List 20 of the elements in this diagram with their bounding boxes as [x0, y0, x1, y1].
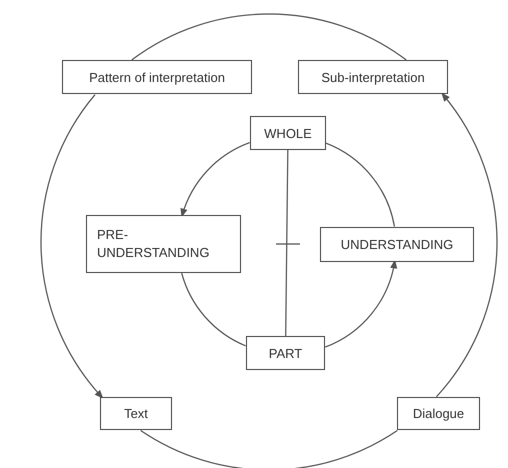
curved-arrow — [180, 142, 250, 218]
label-box — [320, 227, 474, 262]
box-label: UNDERSTANDING — [340, 237, 454, 252]
box-label: PRE- UNDERSTANDING — [97, 226, 210, 262]
connector-line — [285, 150, 288, 336]
curved-arrow — [436, 92, 498, 398]
box-label: Sub-interpretation — [321, 70, 425, 84]
label-box — [86, 215, 241, 273]
box-label: Dialogue — [412, 406, 464, 421]
box-label: Pattern of interpretation — [89, 70, 225, 84]
label-box — [298, 60, 448, 94]
label-box — [100, 397, 172, 430]
label-box — [62, 60, 252, 94]
curved-arrow — [40, 94, 104, 399]
box-label: Text — [124, 406, 148, 421]
label-box — [397, 397, 480, 430]
label-box — [250, 116, 326, 150]
label-box — [246, 336, 325, 370]
box-label: PART — [268, 346, 302, 360]
box-label: WHOLE — [264, 126, 312, 140]
